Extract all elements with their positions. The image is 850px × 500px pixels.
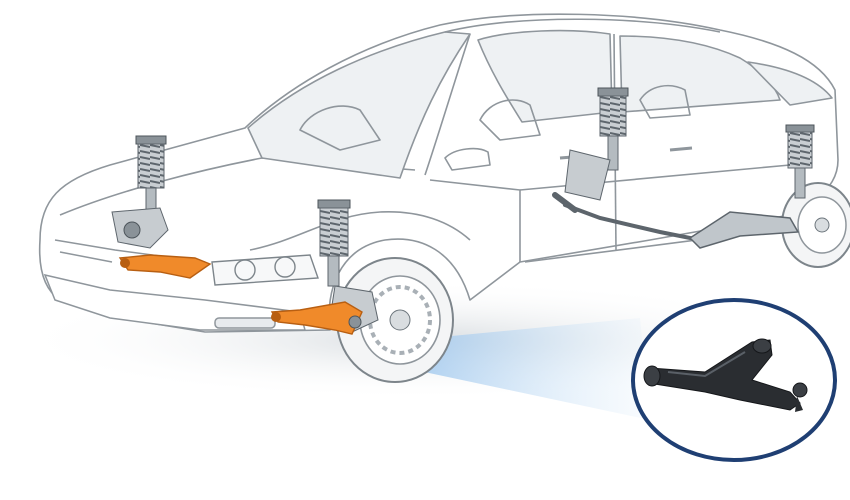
control-arm-inset [633, 300, 835, 460]
front-left-bushing [120, 258, 130, 268]
ball-joint [349, 316, 361, 328]
front-right-bushing [271, 312, 281, 322]
